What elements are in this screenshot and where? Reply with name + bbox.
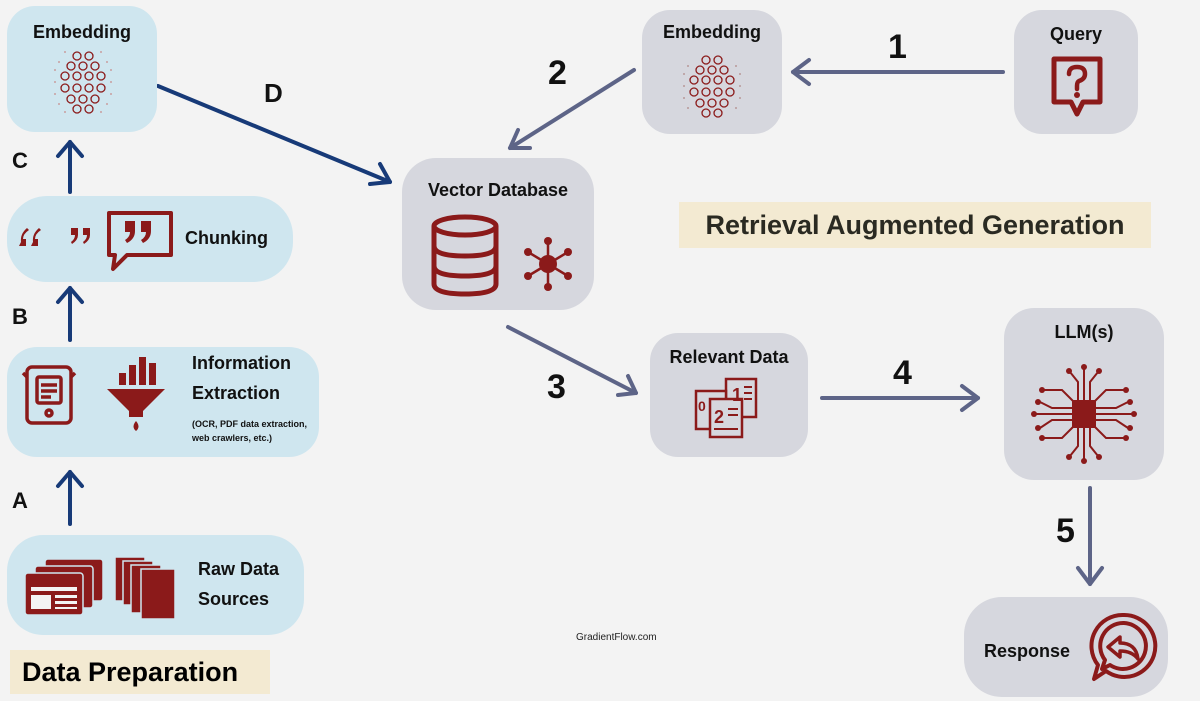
question-bubble-icon	[1051, 56, 1103, 117]
relevant-data-node: Relevant Data 1 0 2	[650, 333, 808, 457]
relevant-data-label: Relevant Data	[669, 347, 789, 367]
arrow-d	[156, 84, 392, 186]
arrow-5	[1076, 486, 1104, 586]
response-label: Response	[984, 641, 1071, 661]
rag-title: Retrieval Augmented Generation	[679, 202, 1151, 248]
reply-bubble-icon	[1089, 612, 1158, 681]
arrow-a	[56, 470, 84, 526]
ranked-documents-icon: 1 0 2	[694, 377, 758, 439]
information-extraction-node: Information Extraction (OCR, PDF data ex…	[7, 347, 319, 457]
neural-network-icon	[54, 51, 112, 114]
chunking-label: Chunking	[185, 228, 268, 248]
arrow-1	[791, 58, 1005, 86]
chunking-node: Chunking	[7, 196, 293, 282]
database-icon	[431, 214, 499, 297]
arrow-2	[508, 68, 636, 150]
step-label-5: 5	[1056, 512, 1075, 550]
arrow-c	[56, 140, 84, 194]
vector-database-node: Vector Database	[402, 158, 594, 310]
arrow-b	[56, 286, 84, 342]
processor-chip-icon	[1031, 364, 1137, 464]
arrow-4	[820, 384, 980, 412]
rag-embedding-node: Embedding	[642, 10, 782, 134]
information-extraction-note-line1: (OCR, PDF data extraction,	[192, 419, 308, 429]
rag-embedding-label: Embedding	[663, 22, 761, 42]
step-label-b: B	[12, 304, 28, 329]
svg-text:2: 2	[714, 407, 724, 427]
step-label-4: 4	[893, 354, 912, 392]
step-label-c: C	[12, 148, 28, 173]
llm-node: LLM(s)	[1004, 308, 1164, 480]
open-quote-icon	[19, 228, 41, 246]
funnel-filter-icon	[107, 357, 165, 431]
data-preparation-title: Data Preparation	[10, 650, 270, 694]
information-extraction-label-line2: Extraction	[192, 383, 281, 403]
svg-text:1: 1	[732, 385, 742, 405]
query-label: Query	[1049, 24, 1103, 44]
arrow-3	[506, 325, 638, 397]
vector-graph-icon	[524, 237, 572, 291]
step-label-1: 1	[888, 28, 907, 66]
step-label-d: D	[264, 78, 283, 108]
close-quote-icon	[71, 228, 90, 244]
prep-embedding-label: Embedding	[33, 22, 131, 42]
step-label-2: 2	[548, 54, 567, 92]
step-label-a: A	[12, 488, 28, 513]
llm-label: LLM(s)	[1054, 322, 1114, 342]
credit-text: GradientFlow.com	[576, 632, 657, 643]
neural-network-icon	[683, 55, 741, 118]
step-label-3: 3	[547, 368, 566, 406]
response-node: Response	[964, 597, 1168, 697]
raw-data-label-line1: Raw Data	[198, 559, 280, 579]
information-extraction-note-line2: web crawlers, etc.)	[192, 433, 273, 443]
raw-data-sources-node: Raw Data Sources	[7, 535, 304, 635]
document-scan-icon	[21, 365, 77, 425]
raw-data-label-line2: Sources	[198, 589, 270, 609]
stacked-webpages-icon	[24, 558, 104, 616]
stacked-documents-icon	[114, 556, 176, 620]
information-extraction-label-line1: Information	[192, 353, 291, 373]
speech-bubble-quote-icon	[107, 211, 173, 271]
prep-embedding-node: Embedding	[7, 6, 157, 132]
svg-text:0: 0	[698, 398, 706, 414]
vector-database-label: Vector Database	[427, 180, 569, 200]
query-node: Query	[1014, 10, 1138, 134]
